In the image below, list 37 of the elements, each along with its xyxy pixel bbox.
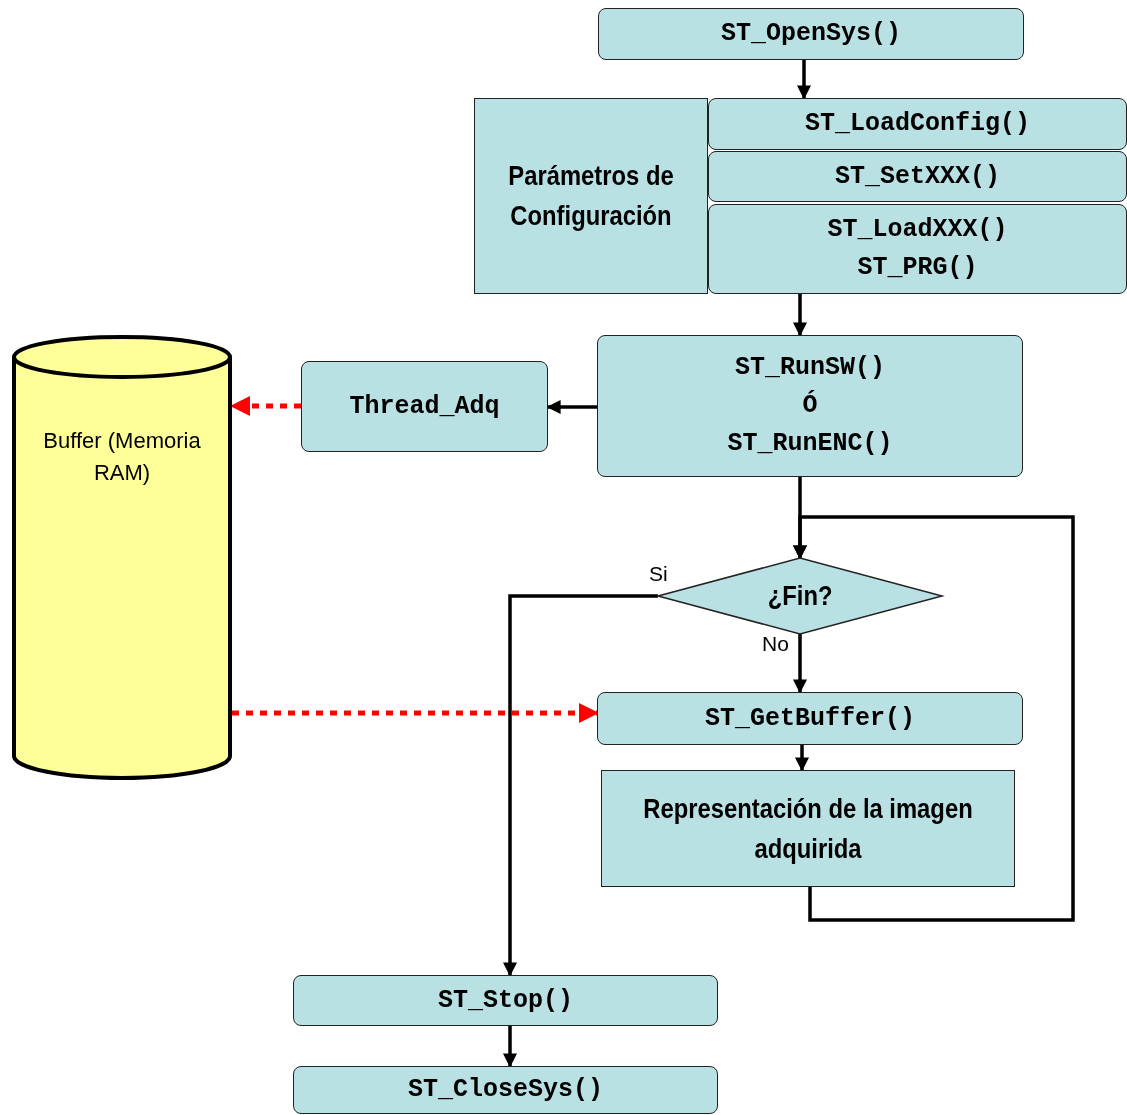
node-text: Parámetros de Configuración <box>507 159 675 233</box>
function-name: ST_OpenSys() <box>721 18 901 50</box>
node-text: Representación de la imagen adquirida <box>642 791 974 866</box>
node-text: ¿Fin? <box>767 579 833 613</box>
function-name: ST_GetBuffer() <box>704 702 915 735</box>
arrow <box>795 745 809 772</box>
function-name: ST_RunSW() <box>735 352 885 384</box>
function-name: ST_LoadXXX() <box>827 214 1008 246</box>
arrow <box>546 400 597 414</box>
process-box <box>708 204 1127 294</box>
function-name: ST_PRG() <box>857 252 978 284</box>
process-box <box>597 335 1023 477</box>
process-box <box>708 151 1127 202</box>
function-name: ST_Stop() <box>438 984 573 1017</box>
process-box <box>301 361 548 452</box>
process-box <box>293 975 718 1026</box>
function-name: ST_CloseSys() <box>407 1074 603 1106</box>
arrow <box>793 515 1075 922</box>
dotted-arrow <box>232 703 599 723</box>
function-name: ST_LoadConfig() <box>804 108 1030 140</box>
arrow <box>797 60 811 100</box>
arrow <box>793 634 807 694</box>
dotted-arrow <box>230 396 301 416</box>
process-box <box>708 98 1127 150</box>
arrow <box>793 294 807 337</box>
process-box <box>601 770 1015 887</box>
arrow <box>503 1026 517 1068</box>
config-box <box>474 98 708 294</box>
node-text: Buffer (Memoria RAM) <box>42 427 202 487</box>
process-box <box>597 692 1023 745</box>
arrow <box>503 594 658 977</box>
function-name: ST_RunENC() <box>727 428 893 460</box>
process-box <box>293 1066 718 1114</box>
process-box <box>598 8 1024 60</box>
function-name: Thread_Adq <box>349 390 500 423</box>
function-name: ST_SetXXX() <box>835 160 1000 193</box>
function-name: Ó <box>802 389 818 422</box>
